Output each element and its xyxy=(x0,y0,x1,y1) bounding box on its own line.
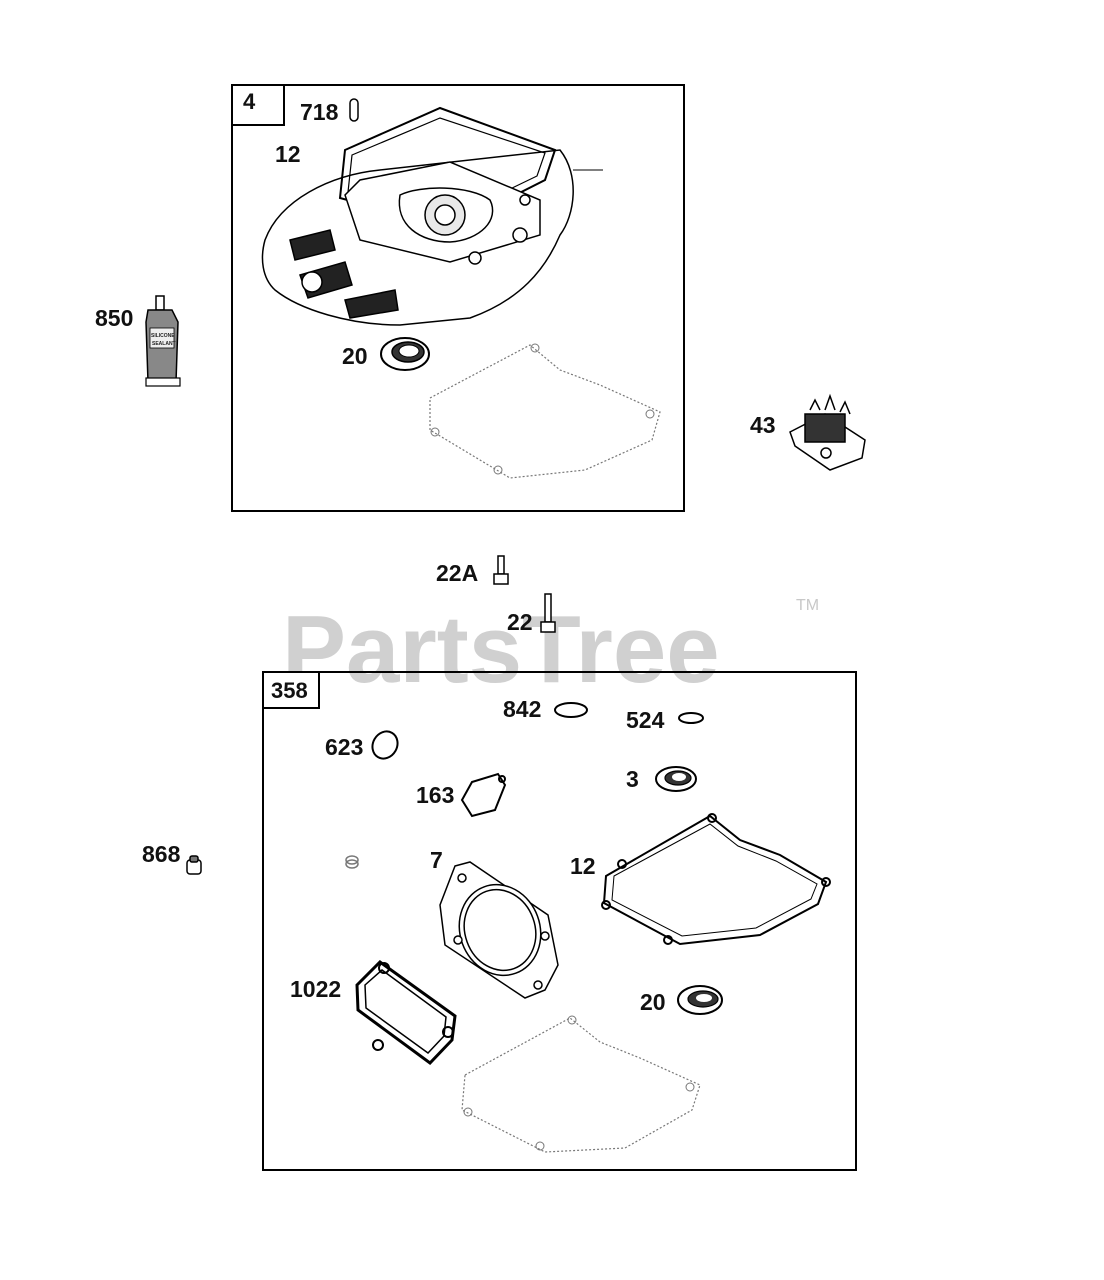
part-22a-screw[interactable]: 22A xyxy=(436,555,509,586)
gasket-icon xyxy=(460,772,507,818)
callout-22a: 22A xyxy=(436,560,478,586)
group-box-358-label: 358 xyxy=(271,678,308,703)
group-box-358: 358 xyxy=(262,671,857,1171)
part-623-o-ring[interactable]: 623 xyxy=(325,727,402,763)
sump-gasket-faint-bottom xyxy=(461,1015,701,1153)
sealant-text-2: SEALANT xyxy=(152,341,176,347)
callout-3: 3 xyxy=(626,766,639,792)
spring-icon xyxy=(345,855,359,869)
part-20-oil-seal-bottom[interactable]: 20 xyxy=(640,985,723,1015)
plug-icon xyxy=(186,855,202,875)
valve-cover-gasket-icon xyxy=(355,960,457,1065)
group-box-4-label: 4 xyxy=(243,89,256,114)
part-850-sealant[interactable]: 850 SILICONE SEALANT xyxy=(95,295,181,387)
oil-seal-icon xyxy=(677,985,723,1015)
oil-seal-icon xyxy=(655,766,697,792)
callout-163: 163 xyxy=(416,782,454,808)
callout-718: 718 xyxy=(300,99,339,125)
screw-icon xyxy=(540,593,556,633)
o-ring-icon xyxy=(678,712,704,724)
o-ring-icon xyxy=(371,730,399,760)
part-868-plug[interactable]: 868 xyxy=(142,841,202,875)
callout-12-bottom: 12 xyxy=(570,853,596,879)
callout-1022: 1022 xyxy=(290,976,341,1002)
sealant-text-1: SILICONE xyxy=(151,333,175,339)
oil-seal-icon xyxy=(380,337,430,371)
part-524-o-ring[interactable]: 524 xyxy=(626,707,704,733)
watermark-text: PartsTree xyxy=(282,596,720,703)
group-box-4-tag xyxy=(231,84,285,126)
part-3-oil-seal[interactable]: 3 xyxy=(626,766,697,792)
governor-gear-icon xyxy=(789,393,866,471)
part-163-gasket[interactable]: 163 xyxy=(416,772,507,818)
callout-22: 22 xyxy=(507,609,533,635)
callout-842: 842 xyxy=(503,696,541,722)
part-12-sump-gasket[interactable]: 12 xyxy=(570,813,831,946)
callout-868: 868 xyxy=(142,841,181,867)
watermark-trademark: TM xyxy=(796,597,819,614)
sump-gasket-icon xyxy=(601,813,831,946)
callout-43: 43 xyxy=(750,412,776,438)
group-box-4: 4 xyxy=(231,84,685,512)
part-22-screw[interactable]: 22 xyxy=(507,593,556,635)
callout-20-bottom: 20 xyxy=(640,989,666,1015)
callout-850: 850 xyxy=(95,305,133,331)
sump-cover-icon xyxy=(261,106,603,326)
group-box-358-tag xyxy=(262,671,320,709)
head-gasket-icon xyxy=(439,861,559,999)
part-718-pin[interactable]: 718 xyxy=(300,98,359,125)
screw-icon xyxy=(493,555,509,585)
o-ring-icon xyxy=(554,702,588,718)
part-7-head-gasket[interactable]: 7 xyxy=(430,847,559,999)
callout-12-top: 12 xyxy=(275,141,301,167)
sealant-tube-icon: SILICONE SEALANT xyxy=(145,295,181,387)
part-842-o-ring[interactable]: 842 xyxy=(503,696,588,722)
part-43-governor-gear[interactable]: 43 xyxy=(750,393,866,471)
watermark: PartsTree TM xyxy=(282,596,819,703)
callout-7: 7 xyxy=(430,847,443,873)
callout-623: 623 xyxy=(325,734,363,760)
callout-20-top: 20 xyxy=(342,343,368,369)
callout-524: 524 xyxy=(626,707,665,733)
pin-icon xyxy=(349,98,359,122)
part-1022-valve-cover-gasket[interactable]: 1022 xyxy=(290,960,457,1065)
sump-gasket-faint-top xyxy=(429,343,661,479)
part-20-oil-seal-top[interactable]: 20 xyxy=(342,337,430,371)
part-12-sump-cover[interactable]: 12 xyxy=(261,106,603,326)
